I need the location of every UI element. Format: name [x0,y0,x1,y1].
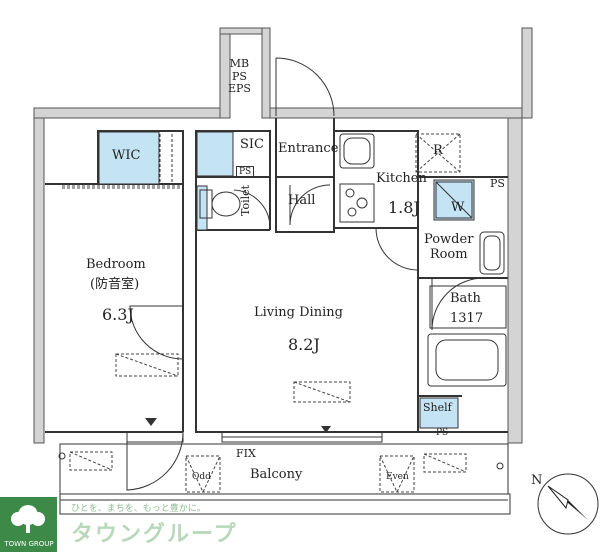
fix-label: FIX [236,447,256,460]
toilet-label: Toilet [239,184,252,216]
bath-size: 1317 [450,311,484,326]
washer-label: W [451,200,465,215]
bedroom-label: Bedroom [86,257,146,272]
powder-room-line1: Powder [424,232,474,247]
bedroom-size: 6.3J [102,305,134,324]
even-label: Even [386,472,409,482]
wic-label: WIC [112,148,141,163]
town-group-logo: TOWN GROUP ひとを、まちを、もっと豊かに。 タウングループ [0,497,260,552]
eps-label: EPS [228,82,251,96]
refrigerator-label: R [433,143,443,158]
living-dining-label: Living Dining [254,305,343,320]
compass-n-label: N [531,473,543,488]
ps-kitchen-label: PS [490,177,505,190]
kitchen-size: 1.8J [388,198,420,217]
outer-walls [33,27,533,444]
powder-room-line2: Room [429,246,468,262]
bath-label: Bath [450,291,481,306]
logo-company: TOWN GROUP [4,540,54,548]
compass-icon [537,473,599,535]
powder-door [375,227,419,271]
living-dining-size: 8.2J [288,335,320,354]
bedroom-door [129,305,184,360]
logo-mark: TOWN GROUP [0,497,57,552]
balcony-door [126,431,184,491]
logo-tagline: ひとを、まちを、もっと豊かに。 [71,504,206,514]
wic-closet [98,131,160,185]
entrance-label: Entrance [278,141,339,156]
bath-door [431,277,485,331]
toilet-door [233,188,271,227]
entry-marker-bedroom [145,418,157,426]
balcony-label: Balcony [250,467,303,482]
logo-brand: タウングループ [71,522,238,547]
shelf-label: Shelf [423,401,452,414]
shelf-unit [419,397,459,429]
hall-label: Hall [288,193,316,208]
bedroom-note: (防音室) [90,277,140,292]
ps-shelf-label: PS [436,428,449,438]
sic-closet [196,131,234,177]
mb-ps-eps-label: MB PS EPS [228,57,251,96]
mb-label: MB [229,57,250,70]
entrance-door [275,57,335,117]
entry-marker-living [321,426,331,433]
odd-label: Odd [192,472,211,482]
kitchen-label: Kitchen [376,171,427,186]
hall-door [289,184,331,226]
sic-label: SIC [240,137,264,152]
ps-toilet-label: PS [236,166,255,179]
blue-fixtures [98,131,475,429]
powder-room-label: Powder Room [424,232,474,263]
toilet-storage [196,185,208,231]
ps-label-top: PS [232,69,247,83]
